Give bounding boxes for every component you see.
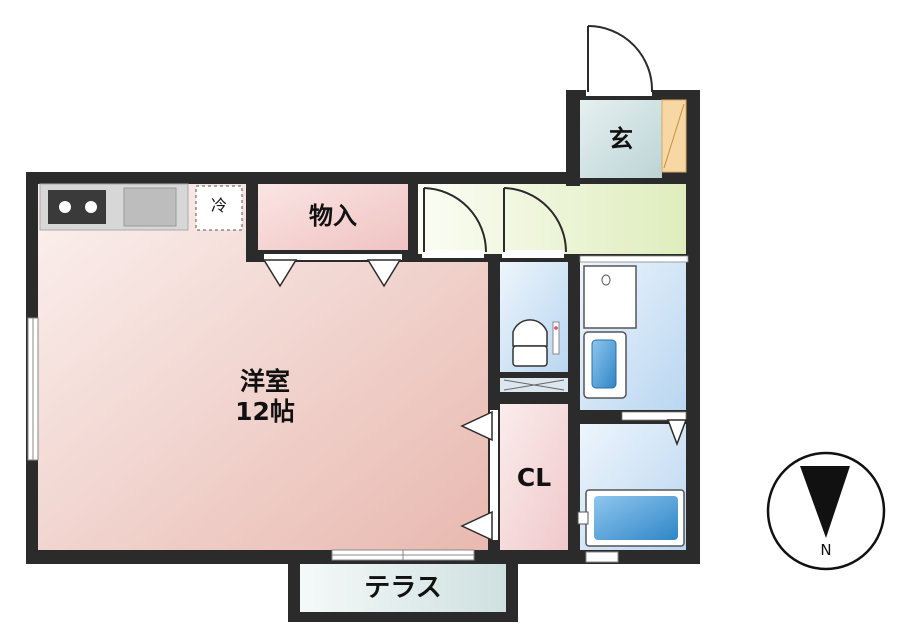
toilet-vent-mark bbox=[503, 379, 565, 391]
washing-machine-pan bbox=[583, 265, 637, 329]
closet-floor bbox=[500, 404, 568, 550]
room-door bbox=[422, 187, 487, 258]
sink bbox=[123, 187, 177, 227]
bathtub bbox=[577, 489, 685, 547]
shoe-box-mark bbox=[663, 103, 685, 169]
west-window bbox=[27, 317, 39, 461]
terrace-floor bbox=[300, 564, 506, 612]
closet-label: CL bbox=[516, 463, 552, 492]
kitchen-counter bbox=[39, 183, 189, 231]
storage-label: 物入 bbox=[309, 202, 357, 230]
fridge-label: 冷 bbox=[210, 196, 227, 215]
terrace-label: テラス bbox=[364, 573, 442, 603]
washbasin bbox=[583, 331, 627, 399]
entrance-door bbox=[586, 25, 654, 96]
bath-window bbox=[585, 551, 619, 563]
compass-north-label: N bbox=[820, 541, 832, 559]
fridge-space bbox=[195, 185, 243, 231]
entrance-floor bbox=[580, 100, 662, 178]
storage-floor bbox=[258, 184, 408, 250]
south-window bbox=[331, 549, 475, 561]
hall-floor bbox=[418, 184, 686, 254]
toilet-door bbox=[502, 187, 567, 258]
room-name-label: 洋室 bbox=[239, 367, 290, 396]
compass bbox=[766, 451, 886, 571]
room-size-label: 12帖 bbox=[235, 397, 295, 426]
toilet bbox=[512, 319, 560, 367]
closet-doors bbox=[460, 410, 498, 542]
bath-folding-door bbox=[621, 411, 688, 447]
stove bbox=[48, 190, 106, 224]
wash-window bbox=[579, 255, 689, 263]
entrance-label: 玄 bbox=[609, 125, 633, 153]
storage-folding-doors bbox=[262, 254, 402, 288]
